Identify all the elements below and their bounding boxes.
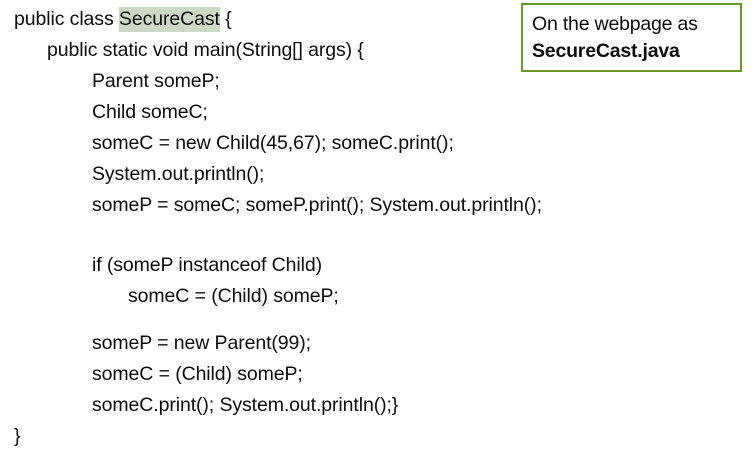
code-line: System.out.println(); <box>92 163 265 185</box>
code-text-suffix: { <box>219 8 232 30</box>
code-line: someC = (Child) someP; <box>128 285 339 307</box>
callout-box: On the webpage as SecureCast.java <box>521 3 742 72</box>
code-text: public class <box>14 8 119 30</box>
code-line: public static void main(String[] args) { <box>47 39 364 61</box>
code-line: someC = (Child) someP; <box>92 363 303 385</box>
code-line: } <box>14 425 21 447</box>
code-line: someC = new Child(45,67); someC.print(); <box>92 132 454 154</box>
code-line: if (someP instanceof Child) <box>92 254 322 276</box>
highlighted-class-name: SecureCast <box>118 7 220 32</box>
code-listing: public class SecureCast { public static … <box>14 4 542 451</box>
code-line: Parent someP; <box>92 70 220 92</box>
code-line: someP = new Parent(99); <box>92 332 311 354</box>
callout-filename: SecureCast.java <box>532 40 680 62</box>
callout-line-primary: On the webpage as <box>532 13 698 35</box>
code-line: Child someC; <box>92 101 208 123</box>
code-line: someP = someC; someP.print(); System.out… <box>92 194 542 216</box>
code-line: someC.print(); System.out.println();} <box>92 394 399 416</box>
code-line: public class SecureCast { <box>14 4 514 35</box>
